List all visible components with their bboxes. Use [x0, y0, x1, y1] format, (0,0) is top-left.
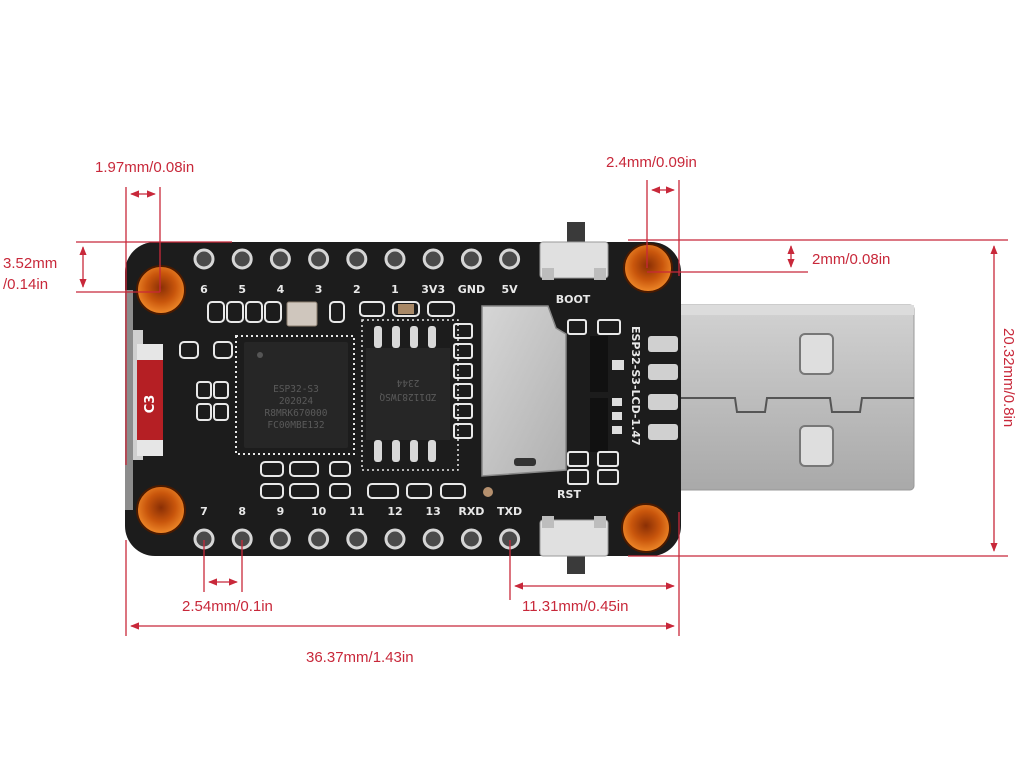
top-pin-2: [346, 248, 368, 270]
bottom-pin-label-11: 11: [349, 505, 364, 518]
bottom-pin-label-13: 13: [426, 505, 441, 518]
bottom-pin-11: [346, 528, 368, 550]
bottom-pin-label-7: 7: [200, 505, 208, 518]
bottom-pin-label-12: 12: [387, 505, 402, 518]
bottom-pin-label-8: 8: [238, 505, 246, 518]
dim-pin-pitch: 2.54mm/0.1in: [182, 598, 273, 615]
bottom-pin-9: [269, 528, 291, 550]
top-pin-label-1: 1: [391, 283, 399, 296]
passive-components: [179, 301, 466, 499]
crystal: [286, 301, 318, 327]
mcu-line-2: 202024: [279, 396, 314, 407]
top-pin-label-3: 3: [315, 283, 323, 296]
reset-button[interactable]: [539, 516, 609, 574]
bottom-pin-label-rxd: RXD: [458, 505, 484, 518]
bottom-pin-label-9: 9: [277, 505, 285, 518]
flash-chip: 2344 ZD1128JWSQ: [361, 319, 473, 471]
c3-marking: C3: [143, 395, 158, 414]
dim-left-hole-y-line2: /0.14in: [3, 276, 48, 293]
microsd-slot: [481, 305, 567, 497]
bottom-pin-labels: 7 8 9 10 11 12 13 RXD TXD: [200, 505, 522, 518]
boot-button-label: BOOT: [556, 293, 591, 306]
mcu-line-4: FC00MBE132: [267, 420, 324, 431]
board-name-silkscreen: ESP32-S3-LCD-1.47: [629, 326, 642, 446]
regulator-components: [567, 319, 678, 485]
bottom-pin-label-txd: TXD: [497, 505, 522, 518]
top-pin-label-gnd: GND: [458, 283, 485, 296]
flash-line-1: 2344: [396, 377, 419, 388]
dim-board-height: 20.32mm/0.8in: [1000, 328, 1017, 427]
dim-left-hole-y-line1: 3.52mm: [3, 255, 57, 272]
dim-right-hole-x: 2.4mm/0.09in: [606, 154, 697, 171]
mounting-hole-bottom-left: [136, 485, 186, 535]
top-pin-label-6: 6: [200, 283, 208, 296]
dim-right-hole-y: 2mm/0.08in: [812, 251, 890, 268]
c3-module-marking-bg: [137, 344, 163, 446]
bottom-pin-rxd: [460, 528, 482, 550]
usb-window-bottom: [799, 425, 834, 467]
top-pin-label-5v: 5V: [502, 283, 519, 296]
esp32-s3-chip: ESP32-S3 202024 R8MRK670000 FC00MBE132: [235, 335, 355, 455]
top-pin-5: [231, 248, 253, 270]
top-pin-1: [384, 248, 406, 270]
top-pin-gnd: [460, 248, 482, 270]
top-pin-4: [269, 248, 291, 270]
mcu-line-1: ESP32-S3: [273, 384, 319, 395]
bottom-pin-10: [308, 528, 330, 550]
top-pin-labels: 6 5 4 3 2 1 3V3 GND 5V: [200, 283, 518, 296]
mcu-line-3: R8MRK670000: [265, 408, 328, 419]
reset-button-label: RST: [557, 488, 581, 501]
mounting-hole-top-right: [623, 243, 673, 293]
top-pin-3v3: [422, 248, 444, 270]
bottom-pin-13: [422, 528, 444, 550]
top-pin-5v: [499, 248, 521, 270]
top-pin-label-2: 2: [353, 283, 361, 296]
top-pin-label-5: 5: [238, 283, 246, 296]
boot-button[interactable]: [539, 222, 609, 280]
bottom-header-pins: [193, 528, 521, 550]
mounting-hole-top-left: [136, 265, 186, 315]
usb-window-top: [799, 333, 834, 375]
usb-a-connector: [675, 304, 915, 491]
dimension-lines: [76, 180, 1008, 636]
top-pin-6: [193, 248, 215, 270]
top-pin-label-4: 4: [277, 283, 285, 296]
dim-last-pin-to-edge: 11.31mm/0.45in: [522, 598, 628, 615]
bottom-pin-label-10: 10: [311, 505, 327, 518]
top-header-pins: [193, 248, 521, 270]
bottom-pin-12: [384, 528, 406, 550]
flash-line-2: ZD1128JWSQ: [379, 391, 436, 402]
dim-left-hole-x: 1.97mm/0.08in: [95, 159, 194, 176]
top-pin-3: [308, 248, 330, 270]
dim-board-length: 36.37mm/1.43in: [306, 649, 414, 666]
mounting-hole-bottom-right: [621, 503, 671, 553]
top-pin-label-3v3: 3V3: [421, 283, 445, 296]
mounting-holes: [136, 243, 673, 553]
